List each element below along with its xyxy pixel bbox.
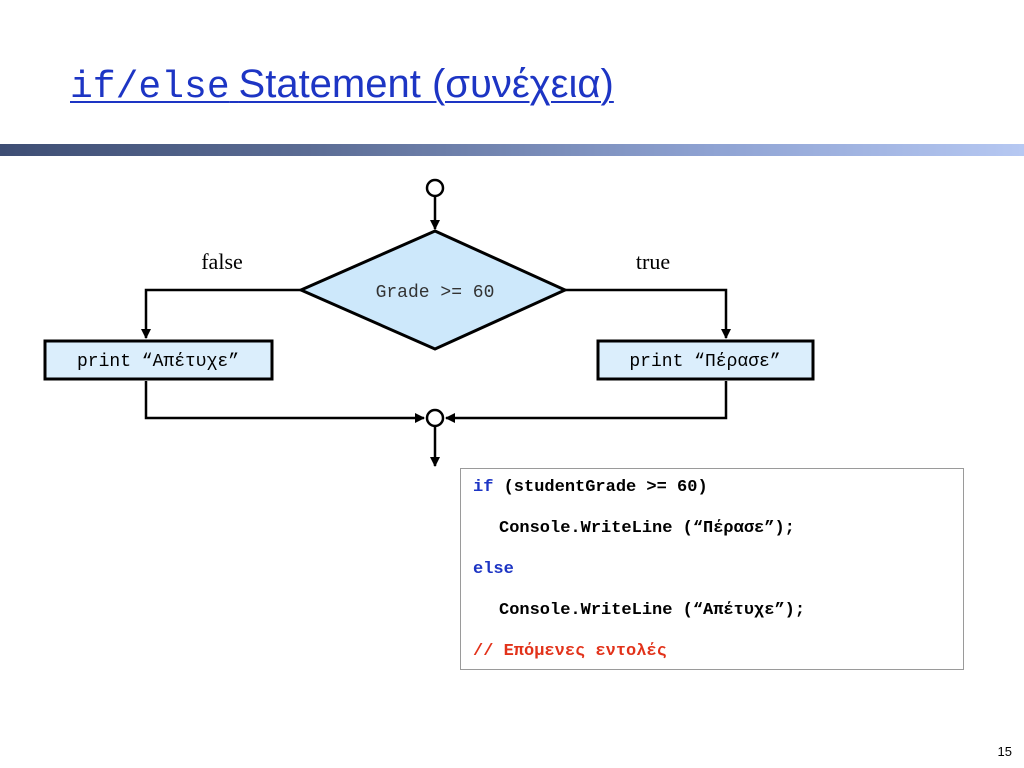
code-keyword-if: if — [473, 478, 494, 497]
true-action-box — [596, 339, 815, 381]
code-line-else: else — [473, 559, 951, 600]
false-branch-line — [141, 288, 301, 339]
start-node — [425, 178, 445, 198]
code-line-if: if (studentGrade >= 60) — [473, 477, 951, 518]
title-code-part: if/else — [70, 66, 230, 109]
false-label: false — [201, 249, 243, 274]
code-line-false-action: Console.WriteLine (“Απέτυχε”); — [499, 601, 806, 620]
code-keyword-else: else — [473, 560, 514, 579]
decision-diamond — [297, 229, 569, 351]
decision-label: Grade >= 60 — [376, 283, 495, 303]
false-action-box — [43, 339, 274, 381]
code-comment: // Επόμενες εντολές — [473, 642, 667, 661]
code-listing: if (studentGrade >= 60) Console.WriteLin… — [460, 468, 964, 670]
false-merge-line — [144, 381, 425, 423]
title-text-part: Statement (συνέχεια) — [238, 62, 614, 106]
slide-title: if/else Statement (συνέχεια) — [70, 62, 614, 109]
true-branch-line — [565, 288, 731, 339]
page-number: 15 — [997, 744, 1012, 759]
true-action-label: print “Πέρασε” — [629, 352, 780, 372]
code-line-true-action: Console.WriteLine (“Πέρασε”); — [499, 519, 795, 538]
merge-node — [425, 408, 445, 428]
true-merge-line — [445, 381, 728, 423]
title-divider-bar — [0, 144, 1024, 156]
false-action-label: print “Απέτυχε” — [77, 352, 239, 372]
code-if-condition: (studentGrade >= 60) — [493, 478, 708, 497]
true-label: true — [636, 249, 670, 274]
